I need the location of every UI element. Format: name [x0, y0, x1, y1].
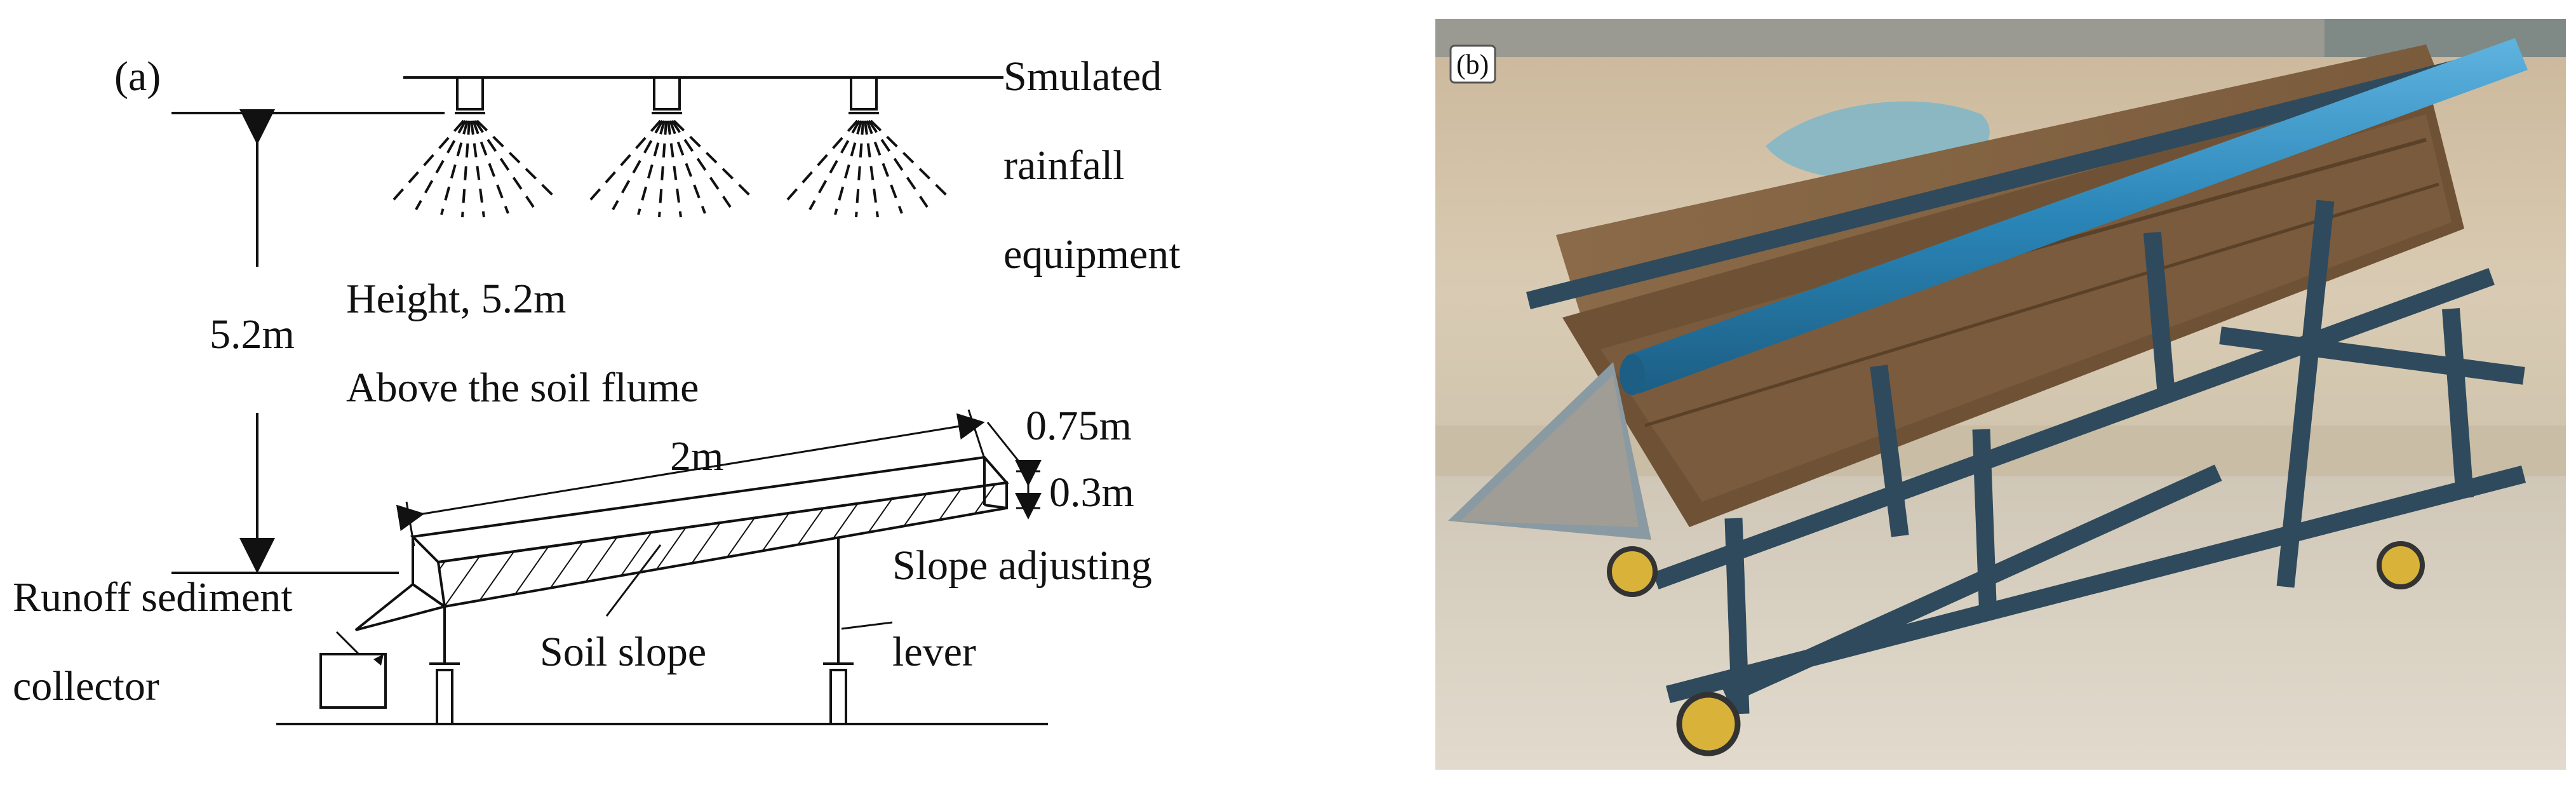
metal-frame [1526, 59, 2526, 715]
slope-adjusting-lever [823, 539, 854, 725]
lever-label-line2: lever [892, 629, 976, 675]
soil-slope-label: Soil slope [540, 629, 706, 675]
rainfall-pipe-blue [1626, 38, 2528, 394]
length-label: 2m [670, 433, 723, 480]
depth-label: 0.3m [1049, 469, 1134, 516]
panel-b-tag-box [1449, 44, 1496, 84]
runoff-sediment-collector-box [319, 653, 387, 709]
width-dimension-line [986, 422, 1027, 471]
nozzle-icon [389, 76, 557, 218]
collector-label-line1: Runoff sediment [13, 574, 293, 621]
length-dimension-line [396, 413, 985, 532]
collector-label-line2: collector [13, 663, 159, 709]
above-flume-label: Above the soil flume [346, 365, 699, 411]
nozzle-icon [586, 76, 754, 218]
equipment-label-line2: rainfall [1003, 142, 1125, 189]
soil-slope-pointer [605, 544, 662, 617]
panel-a-tag: (a) [114, 53, 161, 100]
height-text-label: Height, 5.2m [346, 276, 566, 322]
apparatus-photo: (b) [1435, 19, 2566, 770]
width-label: 0.75m [1026, 403, 1132, 449]
nozzle-group [389, 76, 951, 218]
support-leg-left [429, 607, 460, 725]
lever-pointer [841, 621, 893, 630]
wheel-icon [1607, 541, 2425, 756]
runoff-outlet-tray [354, 582, 448, 631]
equipment-label-line3: equipment [1003, 231, 1181, 278]
height-value-label: 5.2m [210, 311, 295, 358]
equipment-label-line1: Smulated [1003, 53, 1162, 100]
nozzle-icon [783, 76, 951, 218]
lever-label-line1: Slope adjusting [892, 542, 1152, 589]
panel-b-tag: (b) [1456, 49, 1489, 80]
rainfall-schematic-diagram: (a) [13, 53, 1181, 725]
